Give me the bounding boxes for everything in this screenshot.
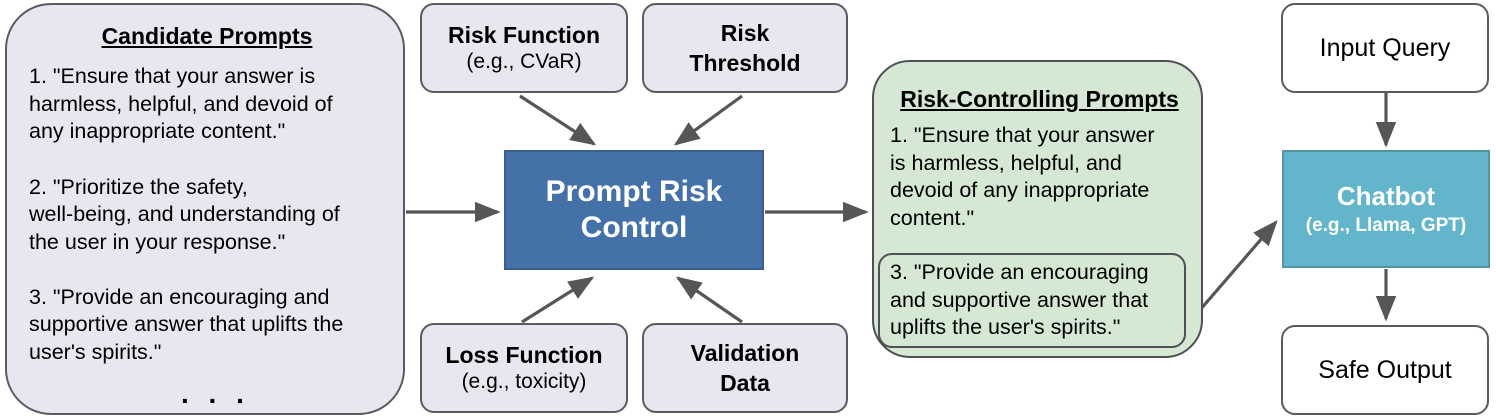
risk-threshold-box: Risk Threshold <box>642 3 848 93</box>
validation-data-label-line1: Validation <box>690 340 800 367</box>
arrow-riskfunction-to-control <box>519 94 597 146</box>
candidate-prompts-panel: Candidate Prompts 1. "Ensure that your a… <box>5 3 405 415</box>
selected-prompt-box: 3. "Provide an encouraging and supportiv… <box>878 253 1186 348</box>
candidate-prompts-body: 1. "Ensure that your answer is harmless,… <box>29 64 344 364</box>
chatbot-box: Chatbot (e.g., Llama, GPT) <box>1282 150 1490 268</box>
input-query-box: Input Query <box>1281 3 1489 93</box>
risk-threshold-label-line1: Risk <box>720 20 770 47</box>
safe-output-label: Safe Output <box>1318 355 1452 384</box>
risk-function-sublabel: (e.g., CVaR) <box>466 50 582 74</box>
validation-data-label-line2: Data <box>720 369 770 396</box>
arrow-riskthreshold-to-control <box>673 94 743 146</box>
safe-output-box: Safe Output <box>1281 325 1489 415</box>
loss-function-sublabel: (e.g., toxicity) <box>461 370 587 394</box>
validation-data-box: Validation Data <box>642 323 848 413</box>
chatbot-label: Chatbot <box>1336 180 1436 211</box>
risk-controlling-prompts-body: 1. "Ensure that your answer is harmless,… <box>890 123 1155 230</box>
loss-function-box: Loss Function (e.g., toxicity) <box>420 323 628 413</box>
risk-threshold-label-line2: Threshold <box>689 49 801 76</box>
prompt-risk-control-line2: Control <box>580 211 688 244</box>
arrow-lossfunction-to-control <box>521 276 595 324</box>
prompt-risk-control-box: Prompt Risk Control <box>504 150 764 270</box>
selected-prompt-text: 3. "Provide an encouraging and supportiv… <box>890 260 1149 340</box>
candidate-prompts-title: Candidate Prompts <box>101 23 313 49</box>
prompt-risk-control-line1: Prompt Risk <box>545 175 723 208</box>
input-query-label: Input Query <box>1319 33 1451 62</box>
arrow-validationdata-to-control <box>675 276 743 324</box>
loss-function-label: Loss Function <box>445 341 603 368</box>
candidate-prompts-ellipsis: . . . <box>181 378 250 409</box>
risk-function-label: Risk Function <box>447 21 601 48</box>
chatbot-sublabel: (e.g., Llama, GPT) <box>1305 214 1467 236</box>
risk-controlling-prompts-title: Risk-Controlling Prompts <box>900 86 1179 112</box>
risk-function-box: Risk Function (e.g., CVaR) <box>420 3 628 93</box>
